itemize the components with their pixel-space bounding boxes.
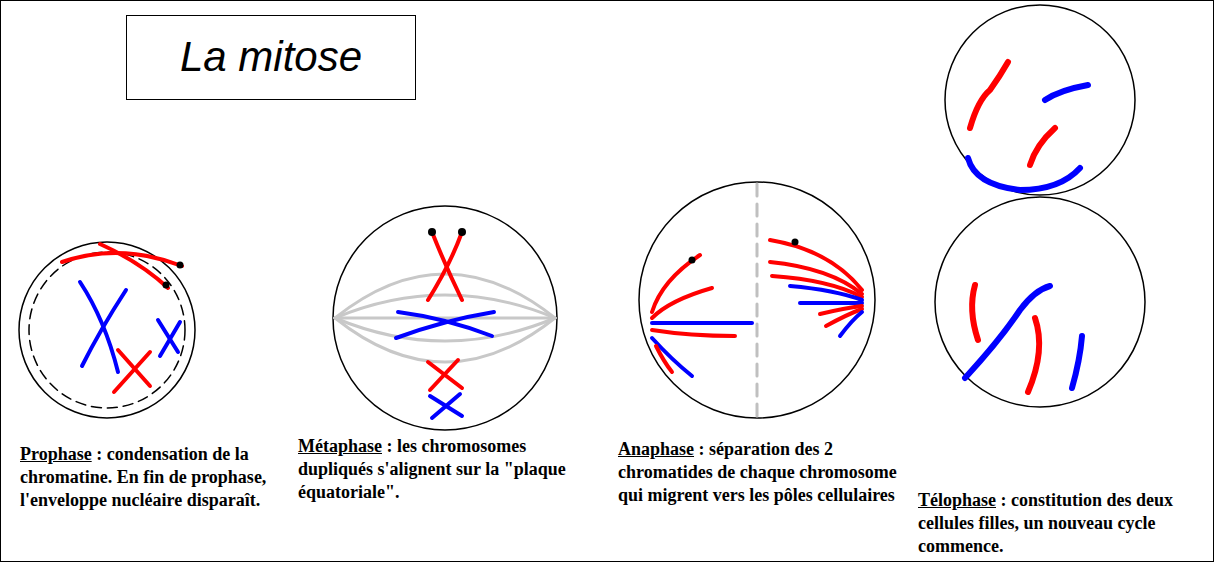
phase-name: Prophase [20,444,92,464]
phase-name: Télophase [918,490,996,510]
phase-name: Anaphase [618,439,694,459]
prophase-cell [19,242,195,418]
metaphase-cell [333,206,557,430]
title-text: La mitose [180,34,362,80]
anaphase-cell [639,182,875,418]
phase-caption: Métaphase: les chromosomes dupliqués s'a… [298,435,603,504]
telophase-cells [935,5,1145,407]
phase-name: Métaphase [298,436,382,456]
phase-caption: Télophase: constitution des deux cellule… [918,489,1206,558]
title-box: La mitose [126,15,416,100]
phase-caption: Anaphase: séparation des 2 chromatides d… [618,438,908,507]
phase-caption: Prophase: condensation de la chromatine.… [20,443,298,512]
